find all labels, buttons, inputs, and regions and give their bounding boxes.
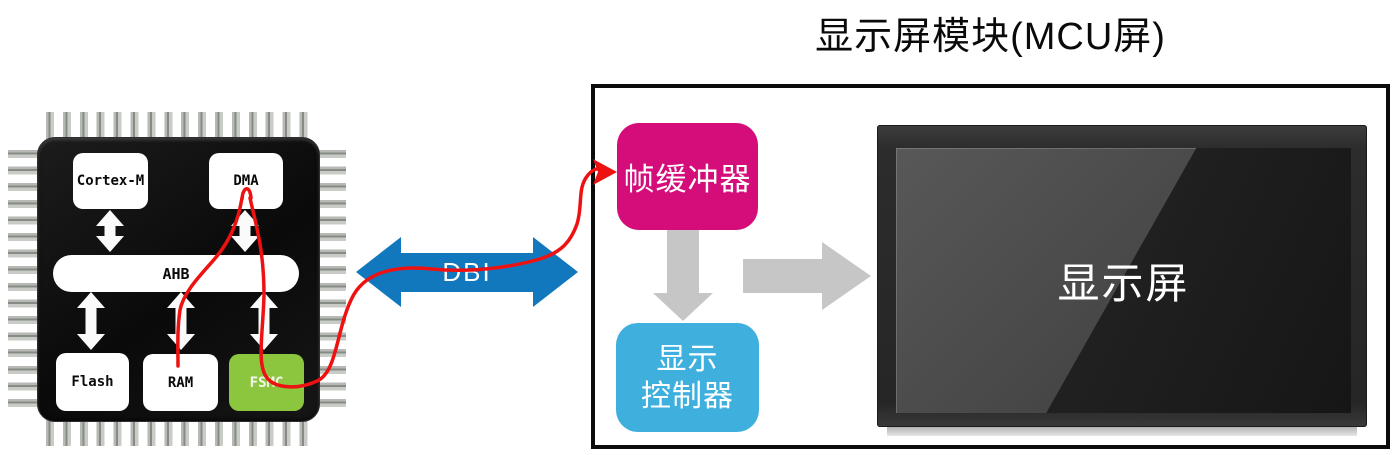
lcd-monitor: 显示屏 bbox=[877, 125, 1367, 427]
block-ram: RAM bbox=[143, 354, 218, 411]
block-dma: DMA bbox=[209, 153, 283, 209]
dbi-bus-arrow bbox=[356, 237, 578, 307]
display-controller-box: 显示 控制器 bbox=[616, 323, 759, 432]
block-ahb-bus: AHB bbox=[53, 255, 299, 292]
module-title: 显示屏模块(MCU屏) bbox=[815, 16, 1166, 58]
chip-pins-right bbox=[316, 150, 346, 407]
lcd-screen: 显示屏 bbox=[896, 148, 1351, 413]
chip-pins-bottom bbox=[46, 419, 308, 446]
monitor-base-highlight bbox=[887, 427, 1357, 436]
chip-pins-left bbox=[8, 150, 38, 407]
frame-buffer-box: 帧缓冲器 bbox=[617, 123, 758, 230]
block-cortex-m: Cortex-M bbox=[73, 153, 148, 209]
display-controller-line2: 控制器 bbox=[641, 379, 734, 413]
block-fsmc: FSMC bbox=[229, 354, 304, 411]
mcu-chip: Cortex-M DMA AHB Flash RAM FSMC bbox=[37, 137, 320, 422]
dbi-bus-label: DBI bbox=[442, 257, 491, 287]
screen-label: 显示屏 bbox=[1057, 260, 1190, 307]
display-module-box: 帧缓冲器 显示 控制器 显示屏 bbox=[591, 84, 1390, 449]
chip-pins-top bbox=[46, 112, 308, 139]
block-flash: Flash bbox=[56, 353, 129, 411]
display-controller-line1: 显示 bbox=[656, 342, 719, 376]
